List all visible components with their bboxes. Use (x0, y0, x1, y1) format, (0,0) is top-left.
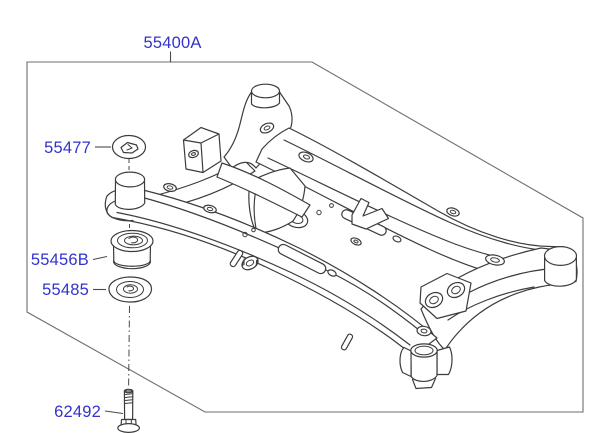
crossmember-drawing (104, 83, 578, 390)
plate-washer-part (108, 276, 153, 303)
bushing-part-number[interactable]: 55456B (31, 251, 89, 269)
bolt-part-number[interactable]: 62492 (54, 403, 101, 421)
bolt-part (117, 388, 140, 433)
washer-part-number[interactable]: 55477 (44, 139, 91, 157)
plate-washer-part-number[interactable]: 55485 (42, 281, 89, 299)
leader-line-bushing (92, 255, 108, 261)
washer-part (111, 134, 147, 160)
assembly-part-number[interactable]: 55400A (143, 34, 201, 52)
leader-lines (92, 51, 172, 415)
bushing-part (110, 229, 154, 270)
leader-line-bolt (104, 410, 124, 415)
isometric-frame-border (26, 61, 584, 413)
assembly-axis-line (128, 159, 130, 387)
